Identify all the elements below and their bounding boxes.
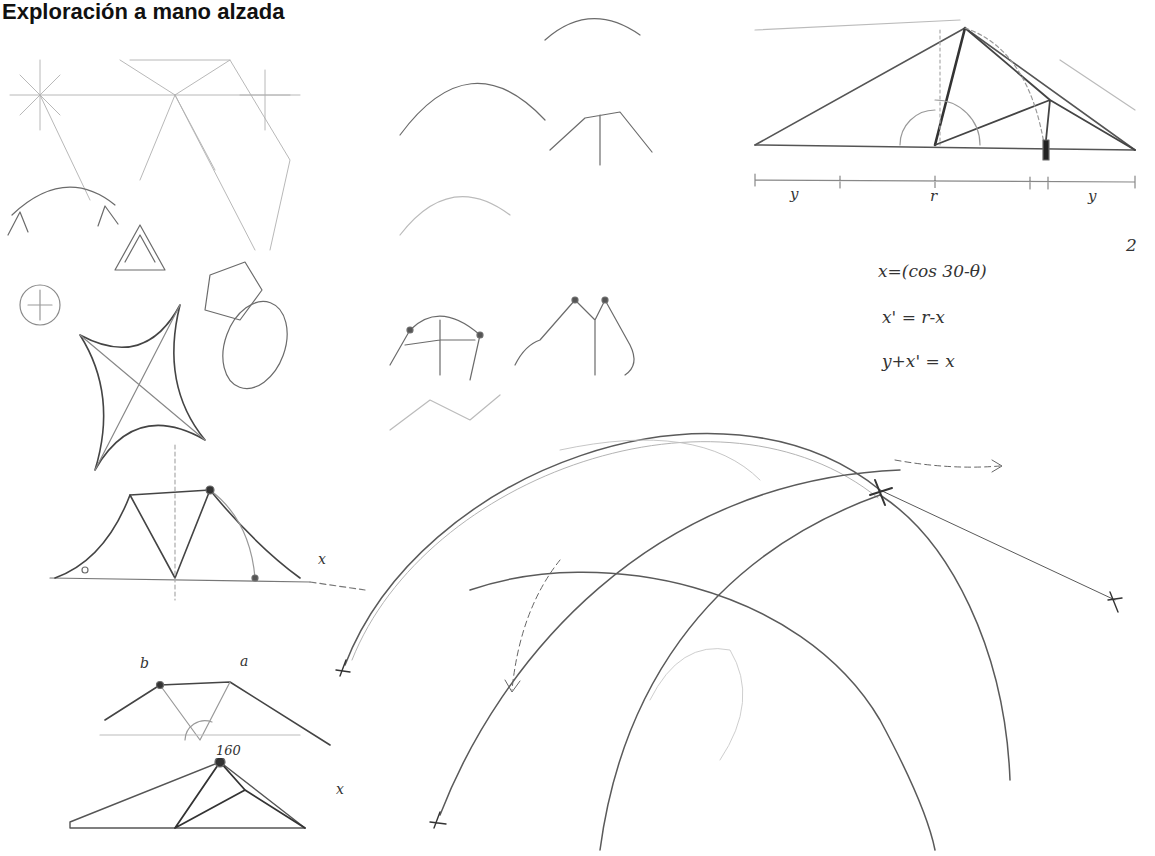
- support-legs: [8, 206, 118, 235]
- arch-structure: [336, 434, 1122, 850]
- pentagon-sketch: [205, 262, 262, 320]
- arch-sketch: [400, 83, 545, 135]
- circle-cross: [28, 290, 52, 320]
- curved-star: [80, 305, 205, 470]
- triangle-sketch: [115, 225, 165, 270]
- arch-sketch: [545, 19, 640, 40]
- angle-value: 160: [214, 744, 243, 758]
- arch-sketch: [12, 187, 115, 215]
- circle-sketch: [20, 285, 60, 325]
- frame-sketch: [550, 112, 652, 165]
- geometry-diagram: [755, 20, 1135, 189]
- dimension-letter: x: [334, 782, 346, 797]
- equation: x' = r-x: [880, 308, 947, 327]
- point-letter: a: [238, 654, 250, 669]
- tripod-sketch: [390, 316, 480, 380]
- ellipse-sketch: [211, 292, 298, 397]
- frame-sketch: [515, 300, 634, 375]
- point-letter: b: [138, 656, 151, 671]
- dimension-letter: y: [788, 186, 800, 203]
- equation: y+x' = x: [880, 352, 957, 371]
- equation: x=(cos 30-θ): [876, 262, 989, 281]
- construction-lines: [10, 60, 300, 250]
- frame-elevations: [50, 445, 365, 828]
- arch-sketch: [400, 197, 510, 235]
- dimension-letter: r: [928, 188, 939, 205]
- page-title: Exploración a mano alzada: [2, 0, 284, 24]
- figure-number: 2: [1124, 236, 1139, 255]
- dimension-letter: y: [1086, 188, 1098, 205]
- dimension-letter: x: [316, 552, 328, 567]
- star-diagonals: [80, 305, 205, 470]
- arch-sketch: [390, 395, 500, 430]
